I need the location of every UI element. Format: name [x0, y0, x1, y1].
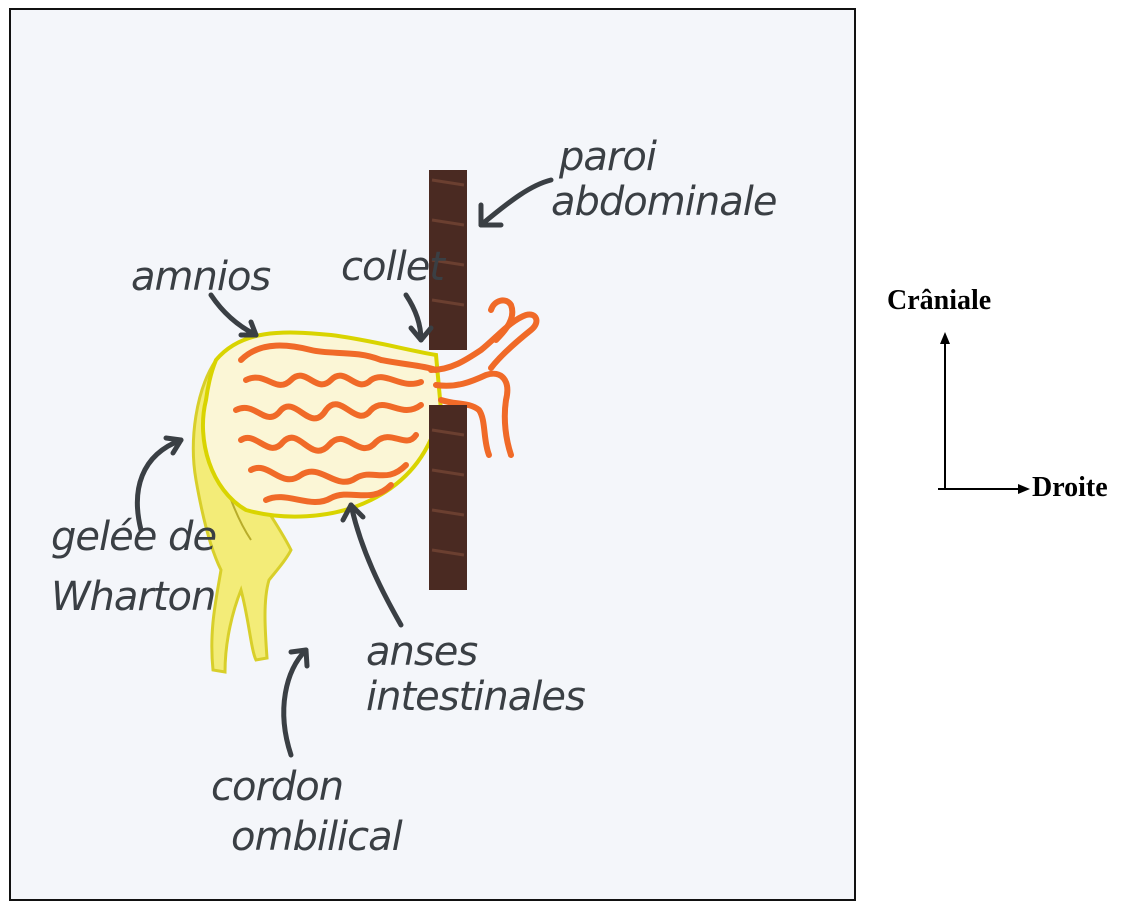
label-anses-line2: intestinales: [366, 674, 585, 720]
arrow-amnios: [211, 295, 256, 335]
omphalocele-drawing: paroi abdominale amnios collet gelée de …: [11, 10, 856, 901]
arrow-cordon: [284, 650, 306, 755]
label-paroi-line1: paroi: [558, 134, 657, 180]
label-gelee-line2: Wharton: [51, 574, 215, 620]
right-arrowhead: [1018, 484, 1030, 494]
arrow-paroi: [481, 180, 551, 225]
arrow-anses: [351, 505, 401, 625]
label-cranial: Crâniale: [887, 285, 991, 317]
label-collet: collet: [341, 244, 446, 290]
label-cordon-line2: ombilical: [231, 814, 403, 860]
diagram-frame: paroi abdominale amnios collet gelée de …: [9, 8, 856, 901]
label-amnios: amnios: [131, 254, 270, 300]
label-cordon-line1: cordon: [211, 764, 343, 810]
label-paroi-line2: abdominale: [551, 179, 776, 225]
label-gelee-line1: gelée de: [51, 514, 216, 560]
label-anses-line1: anses: [366, 629, 477, 675]
label-right: Droite: [1032, 472, 1108, 504]
cranial-arrowhead: [940, 332, 950, 344]
